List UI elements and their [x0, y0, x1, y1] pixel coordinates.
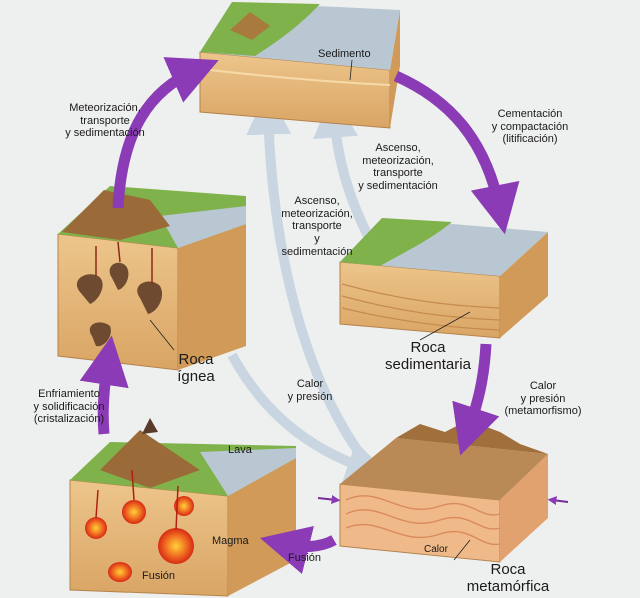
label-cementacion: Cementación y compactación (litificación…	[491, 108, 569, 146]
label-meteorizacion: Meteorización, transporte y sedimentació…	[65, 102, 145, 140]
label-fusion-block: Fusión	[142, 570, 176, 582]
label-roca-ignea: Roca ígnea	[177, 351, 215, 385]
label-ascenso-2: Ascenso, meteorización, transporte y sed…	[281, 195, 353, 258]
block-roca-sedimentaria	[339, 218, 548, 339]
cementacion-arrow	[393, 70, 520, 235]
block-sedimento	[199, 2, 400, 129]
label-enfriamiento: Enfriamiento y solidificación (cristaliz…	[33, 388, 105, 426]
label-sedimento: Sedimento	[318, 48, 371, 60]
ascenso-arrow-2	[246, 89, 376, 474]
label-fusion-arrow: Fusión	[288, 552, 322, 564]
block-roca-metamorfica	[317, 420, 569, 563]
fusion-arrow	[259, 525, 337, 575]
block-magma	[69, 418, 296, 597]
label-lava: Lava	[228, 444, 252, 456]
label-calor-presion: Calor y presión	[287, 378, 333, 403]
meteorizacion-arrow	[112, 57, 219, 209]
metamorfismo-arrow	[452, 343, 500, 456]
label-roca-metamorfica: Roca metamórfica	[466, 561, 550, 595]
label-calor-presion-metamorfismo: Calor y presión (metamorfismo)	[504, 380, 582, 418]
label-roca-sedimentaria: Roca sedimentaria	[385, 339, 471, 373]
label-ascenso-1: Ascenso, meteorización, transporte y sed…	[358, 142, 438, 192]
enfriamiento-arrow	[79, 335, 129, 435]
label-magma: Magma	[212, 535, 249, 547]
block-roca-ignea	[57, 186, 246, 371]
label-calor: Calor	[424, 544, 448, 555]
calor-presion-arrow	[227, 352, 392, 485]
